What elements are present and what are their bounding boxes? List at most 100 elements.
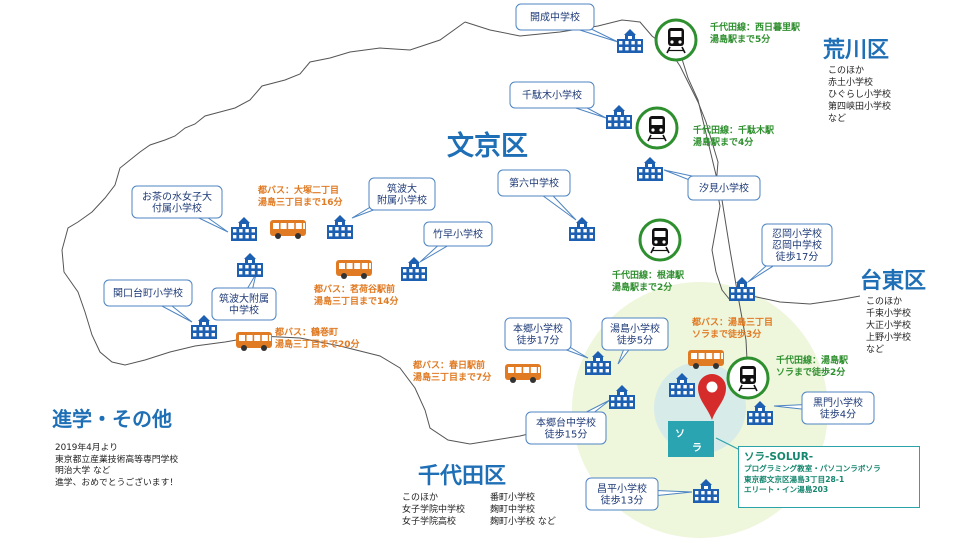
bus-label-line: 都バス：大塚二丁目 (258, 186, 340, 196)
callout-text: 忍岡中学校 (772, 239, 822, 252)
train-label-yushima: 千代田線：湯島駅 ソラまで徒歩2分 (776, 355, 848, 379)
bus-label-line: 湯島三丁目まで14分 (314, 297, 399, 307)
school-icon (569, 217, 595, 241)
solur-sign: ソ ラ (668, 421, 714, 457)
bus-label-kasuga: 都バス：春日駅前 湯島三丁目まで7分 (413, 360, 491, 384)
note-line: 女子学院中学校 (402, 505, 466, 515)
school-icon (669, 373, 695, 397)
note-line: 第四峡田小学校 (828, 102, 892, 112)
callout-text: 徒歩5分 (617, 333, 653, 346)
bus-label-line: ソラまで徒歩3分 (692, 330, 762, 340)
boundary-west (61, 21, 593, 445)
callout-takehaya: 竹早小学校 (419, 221, 493, 263)
train-label-line: 湯島駅まで4分 (693, 138, 754, 148)
train-label-line: 千代田線：根津駅 (612, 271, 685, 281)
bus-label-line: 都バス：茗荷谷駅前 (314, 285, 396, 295)
callout-text: 汐見小学校 (699, 182, 749, 195)
school-icon (585, 351, 611, 375)
district-taito: 台東区 (860, 269, 927, 294)
solur-title: ソラ-SOLUR- (744, 451, 814, 463)
note-line: 赤土小学校 (828, 78, 874, 88)
sign-char: ラ (692, 443, 702, 454)
achievement-line: 2019年4月より (55, 443, 118, 453)
callout-text: 関口台町小学校 (113, 287, 183, 300)
achievements-list: 2019年4月より 東京都立産業技術高等専門学校 明治大学 など 進学、おめでと… (55, 443, 178, 489)
callout-text: 本郷小学校 (513, 322, 563, 335)
solur-info-box: ソラ-SOLUR- プログラミング教室・パソコンラボソラ 東京都文京区湯島3丁目… (738, 446, 920, 508)
callout-sendagi: 千駄木小学校 (509, 81, 607, 119)
bus-label-myogadani: 都バス：茗荷谷駅前 湯島三丁目まで14分 (314, 284, 399, 308)
train-icon (726, 356, 770, 400)
achievement-line: 明治大学 など (55, 466, 111, 476)
train-label-nishinippori: 千代田線：西日暮里駅 湯島駅まで5分 (710, 22, 800, 46)
note-arakawa: このほか 赤土小学校 ひぐらし小学校 第四峡田小学校 など (828, 65, 891, 125)
solur-building: エリート・イン湯島203 (744, 485, 829, 494)
bus-icon (688, 350, 724, 369)
train-label-line: 千代田線：西日暮里駅 (710, 23, 801, 33)
train-icon (635, 106, 679, 150)
bus-label-line: 都バス：湯島三丁目 (692, 318, 774, 328)
train-label-sendagi: 千代田線：千駄木駅 湯島駅まで4分 (693, 125, 774, 149)
note-line: 大正小学校 (866, 321, 912, 331)
school-icon (609, 385, 635, 409)
callout-text: 湯島小学校 (610, 322, 660, 335)
train-icon (638, 218, 682, 262)
note-line: 番町小学校 (490, 493, 536, 503)
callout-text: 千駄木小学校 (522, 89, 582, 102)
school-icon (327, 215, 353, 239)
train-label-line: ソラまで徒歩2分 (776, 368, 846, 378)
callout-kaisei: 開成中学校 (515, 3, 619, 43)
bus-icon (336, 260, 372, 279)
bus-label-line: 湯島三丁目まで20分 (275, 340, 360, 350)
note-line: 麹町中学校 (490, 505, 536, 515)
note-line: 千束小学校 (866, 309, 912, 319)
bus-label-otsuka: 都バス：大塚二丁目 湯島三丁目まで16分 (258, 185, 343, 209)
school-icon (693, 479, 719, 503)
school-icon (237, 253, 263, 277)
note-line: 女子学院高校 (402, 517, 457, 527)
bus-icon (236, 332, 272, 351)
solur-pin-icon (698, 374, 726, 420)
school-icon (747, 401, 773, 425)
bus-label-yushima3: 都バス：湯島三丁目 ソラまで徒歩3分 (692, 317, 773, 341)
bus-label-line: 都バス：春日駅前 (413, 361, 486, 371)
school-icon (231, 217, 257, 241)
callout-sekiguchi: 関口台町小学校 (103, 279, 193, 323)
school-icon (401, 257, 427, 281)
school-icon (617, 29, 643, 53)
callout-text: 昌平小学校 (597, 482, 647, 495)
solur-description: プログラミング教室・パソコンラボソラ (744, 464, 881, 473)
train-label-nezu: 千代田線：根津駅 湯島駅まで2分 (612, 270, 684, 294)
note-line: 麹町小学校 など (490, 517, 556, 527)
note-line: このほか (828, 66, 865, 76)
train-label-line: 湯島駅まで5分 (710, 35, 771, 45)
school-icons (191, 29, 773, 503)
note-line: このほか (866, 297, 903, 307)
train-label-line: 千代田線：湯島駅 (776, 356, 849, 366)
bus-label-gokokuji: 都バス：鶴巻町 湯島三丁目まで20分 (275, 327, 360, 351)
note-line: 上野小学校 (866, 333, 912, 343)
callout-dairoku: 第六中学校 (497, 169, 577, 221)
callout-text: お茶の水女子大 (142, 190, 212, 203)
callout-text: 徒歩13分 (601, 493, 644, 506)
callout-text: 筑波大附属 (219, 292, 269, 305)
bus-label-line: 湯島三丁目まで16分 (258, 198, 343, 208)
bus-icons (236, 220, 724, 383)
school-icon (637, 157, 663, 181)
bus-icon (270, 220, 306, 239)
callout-text: 本郷台中学校 (536, 416, 596, 429)
bus-icon (505, 364, 541, 383)
bus-label-line: 湯島三丁目まで7分 (413, 373, 492, 383)
callout-shiomi: 汐見小学校 (663, 169, 761, 201)
callout-text: 開成中学校 (530, 11, 580, 24)
callout-text: 筑波大 (387, 182, 417, 195)
note-chiyoda-2: 番町小学校 麹町中学校 麹町小学校 など (490, 492, 556, 528)
